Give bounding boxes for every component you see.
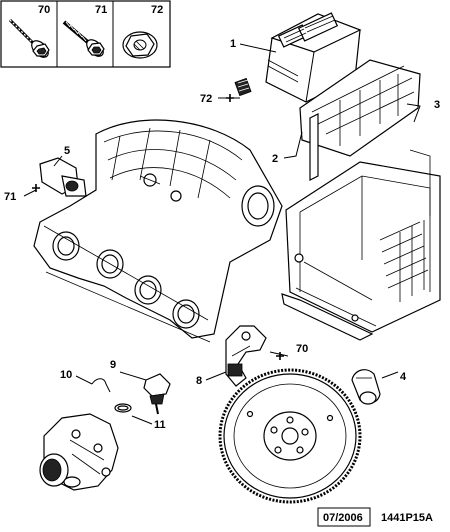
callout-4: 4 [400, 371, 407, 383]
callout-71: 71 [4, 191, 16, 203]
fastener-legend: 70 71 72 [0, 0, 171, 68]
legend-ref-72: 72 [151, 4, 163, 16]
footer: 07/2006 1441P15A [317, 507, 433, 527]
callout-8: 8 [196, 375, 202, 387]
flanged-nut-icon [122, 31, 158, 59]
callout-1: 1 [230, 38, 236, 50]
callout-9: 9 [110, 359, 116, 371]
sensor-clip [91, 378, 111, 393]
callout-10: 10 [60, 369, 72, 381]
flanged-bolt-icon [8, 18, 50, 58]
flywheel [218, 368, 362, 504]
callout-2: 2 [272, 153, 278, 165]
callout-5: 5 [64, 145, 70, 157]
battery-tray [281, 149, 441, 341]
callout-72: 72 [200, 93, 212, 105]
footer-date: 07/2006 [323, 512, 363, 524]
crank-position-sensor [225, 325, 267, 387]
fastener-markers [32, 94, 284, 360]
ecu-nut [234, 77, 252, 97]
coolant-temp-sensor [143, 373, 171, 415]
ecu-bracket [299, 59, 421, 181]
intake-manifold [33, 119, 283, 343]
speed-sensor-target [351, 369, 381, 405]
map-sensor [39, 157, 87, 197]
thermostat-housing [39, 413, 119, 491]
legend-ref-71: 71 [95, 4, 107, 16]
callout-11: 11 [154, 419, 166, 431]
engine-ecu [265, 12, 362, 103]
self-tapping-screw-icon [62, 20, 105, 57]
legend-ref-70: 70 [38, 4, 50, 16]
footer-ref: 1441P15A [381, 512, 433, 524]
callout-70: 70 [296, 343, 308, 355]
callout-3: 3 [434, 99, 440, 111]
sensor-seal-ring [114, 403, 132, 413]
